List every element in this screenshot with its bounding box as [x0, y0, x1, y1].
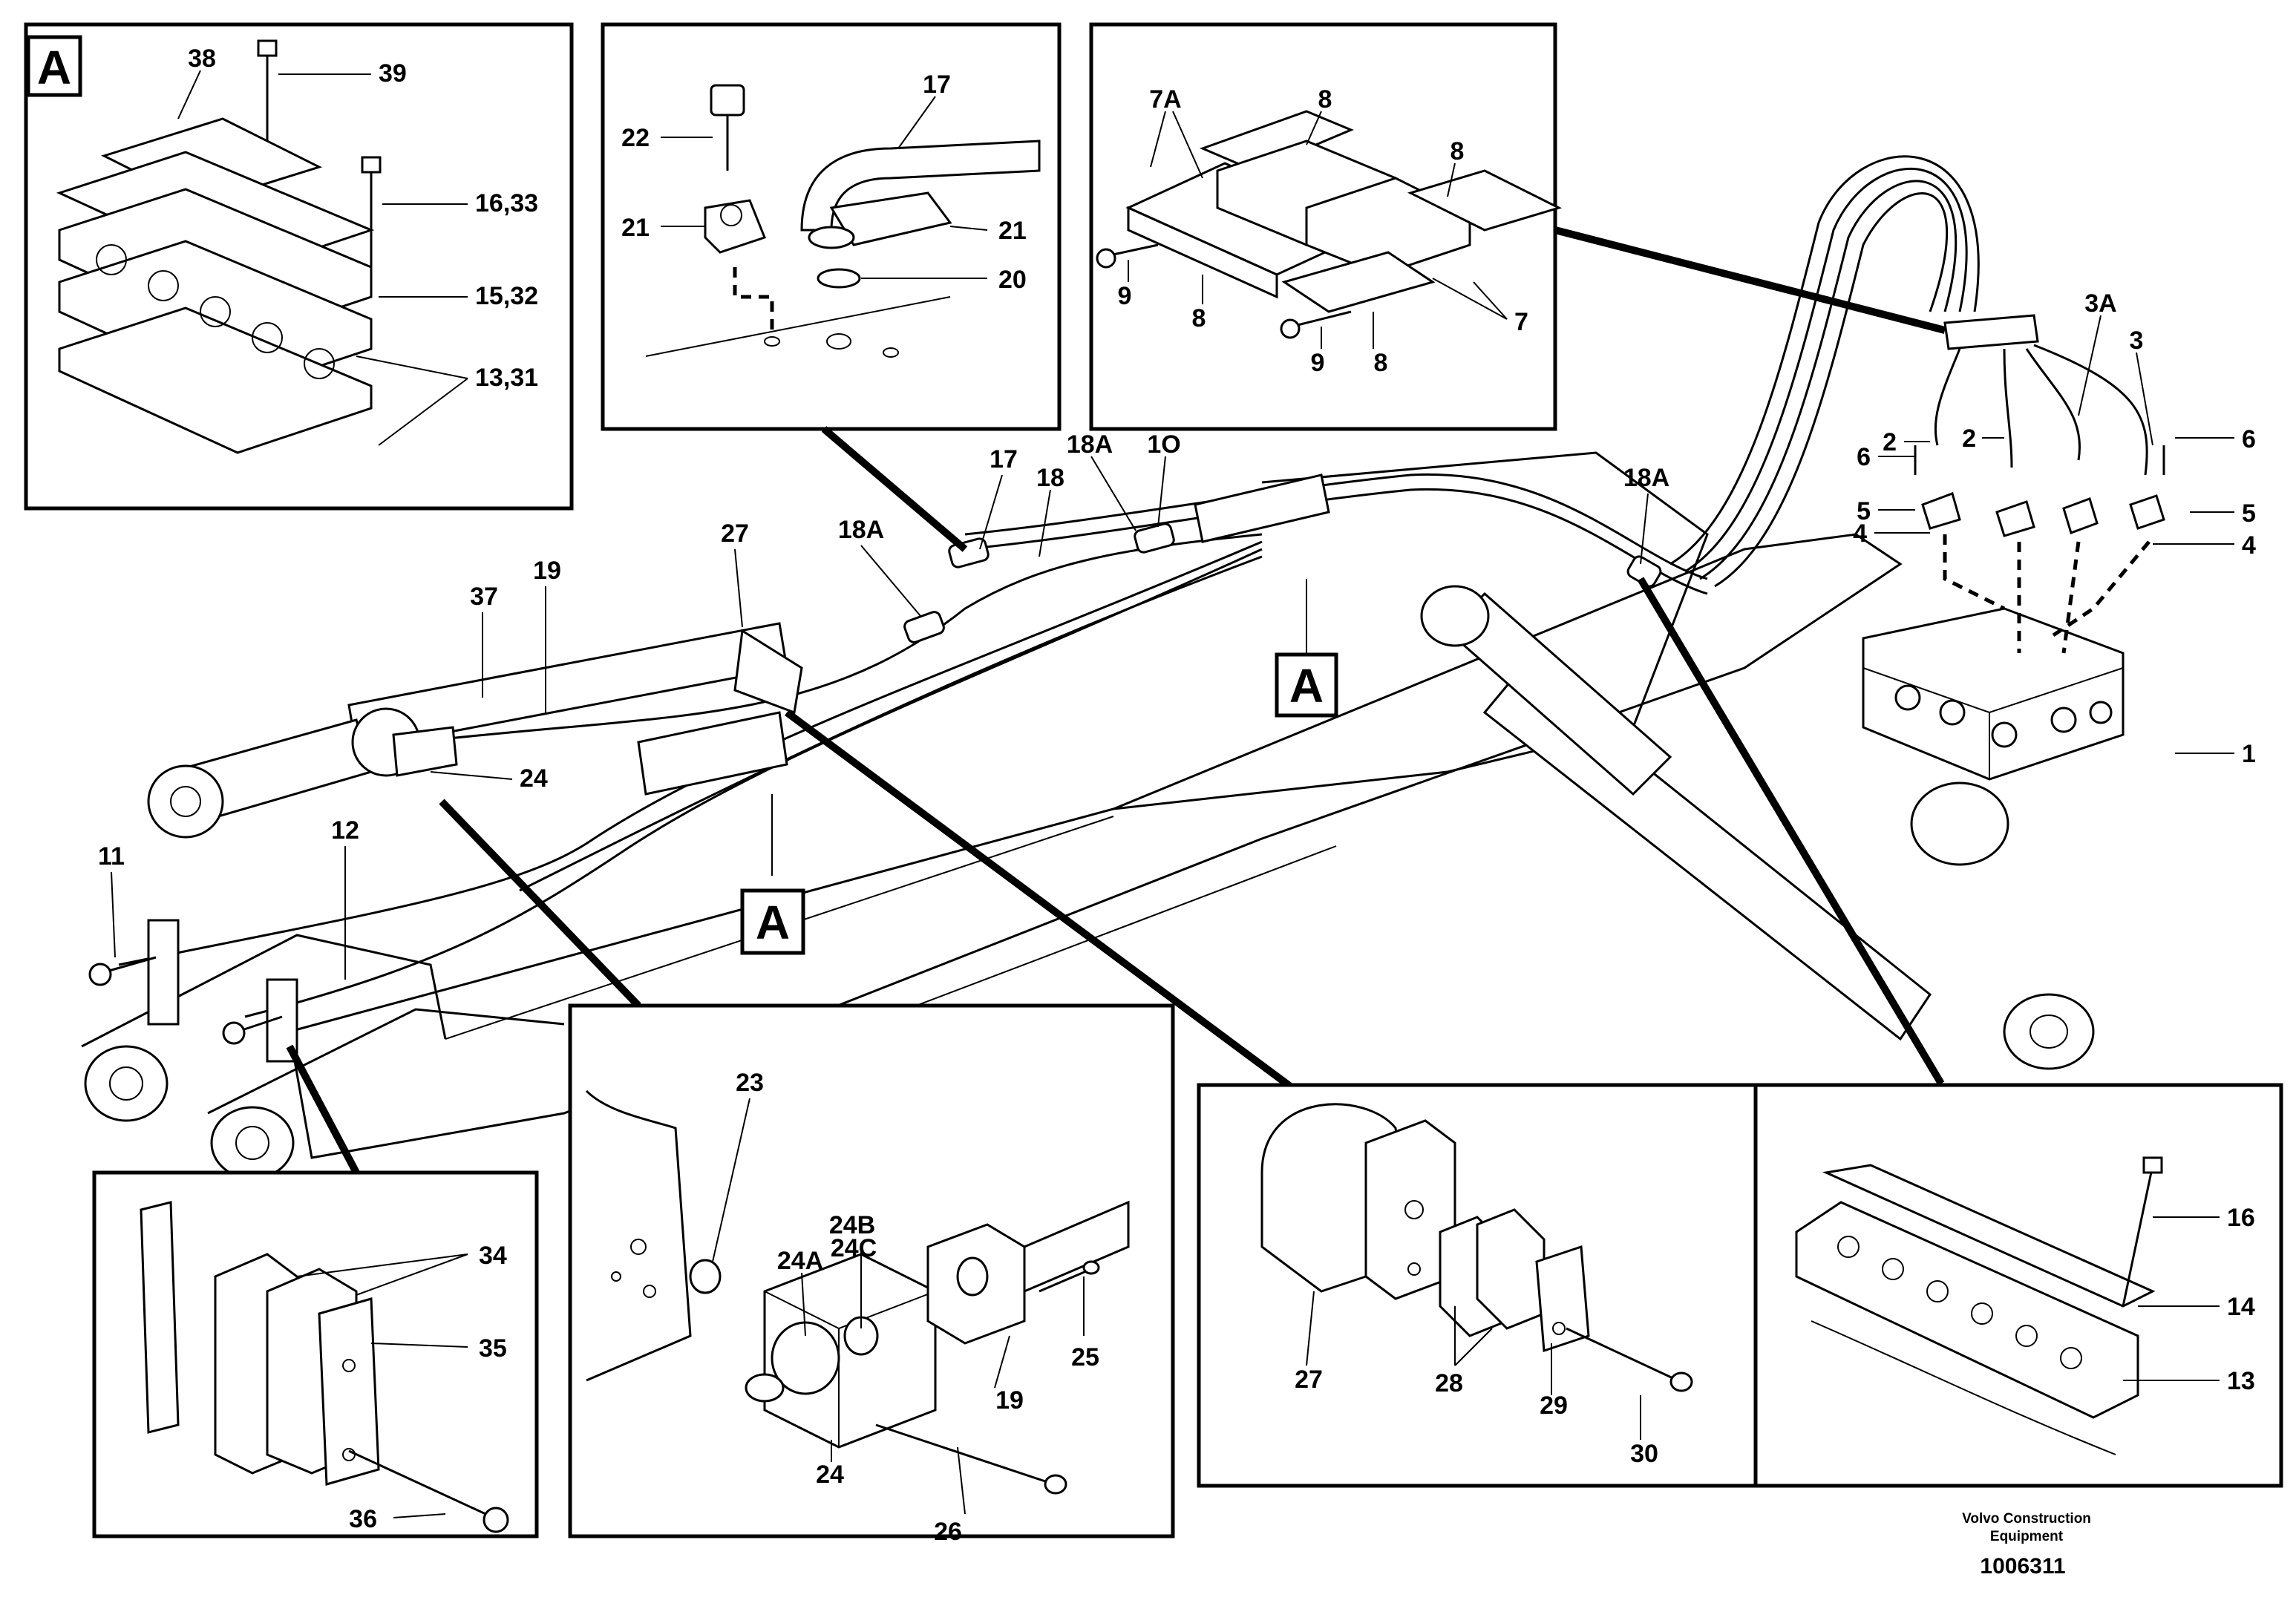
- callout-19-fitting: 19: [995, 1386, 1024, 1415]
- callout-3A: 3A: [2084, 289, 2116, 318]
- detail-panel-clamp-blocks: 7A 8 8 9 8 9 8 7: [1089, 22, 1563, 431]
- callout-17-main: 17: [990, 445, 1018, 473]
- callout-16-plate: 16: [2227, 1204, 2255, 1232]
- leader-fitting: [439, 799, 641, 1009]
- callout-8-top-left: 8: [1318, 85, 1332, 114]
- callout-8-right: 8: [1374, 349, 1388, 377]
- callout-18A-right: 18A: [1623, 464, 1669, 492]
- callout-27-hose: 27: [1295, 1366, 1323, 1394]
- callout-34: 34: [479, 1242, 507, 1270]
- callout-20: 20: [998, 266, 1027, 294]
- detail-panel-A: A 38 39 16,33 15,32 13,31: [24, 22, 574, 511]
- document-number: 1006311: [1980, 1554, 2065, 1579]
- callout-24A: 24A: [777, 1247, 823, 1275]
- callout-3: 3: [2130, 327, 2144, 355]
- callout-35: 35: [479, 1334, 507, 1363]
- callout-18: 18: [1036, 464, 1064, 492]
- panel-marker-A-topleft: A: [37, 41, 71, 94]
- callout-21-right: 21: [998, 217, 1027, 245]
- callout-27: 27: [721, 520, 749, 548]
- marker-A-lower: A: [740, 794, 805, 955]
- callout-2-mid: 2: [1962, 425, 1976, 453]
- leader-clamp-to-boom: [821, 426, 968, 552]
- boom-assembly: [81, 155, 2095, 1180]
- callout-4-left: 4: [1853, 520, 1867, 548]
- callout-22: 22: [621, 124, 650, 152]
- callout-2-left: 2: [1883, 428, 1897, 456]
- leader-bracket: [286, 1044, 360, 1175]
- callout-18A-top: 18A: [1067, 430, 1113, 459]
- callout-28: 28: [1435, 1369, 1463, 1397]
- callout-18A-mid: 18A: [838, 516, 884, 544]
- callout-38: 38: [188, 45, 216, 73]
- callout-26: 26: [934, 1518, 962, 1546]
- detail-panel-hose-clamp: 22 17 21 21 20: [601, 22, 1062, 431]
- callout-24-fitting: 24: [816, 1461, 844, 1489]
- callout-36: 36: [349, 1505, 377, 1533]
- valve-callouts: 3A 3 2 2 6 6 5 5 4 4 1: [1853, 289, 2256, 768]
- svg-text:A: A: [1289, 659, 1324, 712]
- callout-37: 37: [470, 583, 498, 611]
- callout-16-33: 16,33: [475, 189, 538, 217]
- leader-plate: [1637, 577, 1945, 1086]
- callout-6-left: 6: [1857, 443, 1871, 471]
- callout-23: 23: [736, 1069, 764, 1097]
- callout-21-left: 21: [621, 214, 650, 242]
- callout-25: 25: [1071, 1343, 1099, 1371]
- detail-panel-hose-bracket: 27 28 29 30: [1197, 1083, 1763, 1488]
- callout-5-right: 5: [2242, 499, 2256, 528]
- credit-line-1: Volvo Construction: [1962, 1511, 2091, 1527]
- callout-24C: 24C: [831, 1234, 877, 1262]
- svg-text:A: A: [756, 896, 790, 949]
- detail-panel-fitting: 23 24B 24C 24A 19 25 24 26: [568, 1003, 1175, 1546]
- callout-8-left: 8: [1192, 304, 1206, 332]
- detail-panel-plate: 16 14 13: [1753, 1083, 2283, 1488]
- callout-13-31: 13,31: [475, 364, 538, 392]
- leader-hose-clamp: [785, 709, 1309, 1102]
- callout-30: 30: [1630, 1440, 1658, 1468]
- callout-13: 13: [2227, 1367, 2255, 1395]
- callout-15-32: 15,32: [475, 282, 538, 310]
- callout-8-top-right: 8: [1450, 137, 1465, 165]
- callout-9-right: 9: [1311, 349, 1325, 377]
- callout-7A: 7A: [1149, 85, 1181, 114]
- callout-19: 19: [533, 557, 561, 585]
- callout-17: 17: [923, 71, 951, 99]
- callout-14: 14: [2227, 1293, 2255, 1321]
- callout-10: 1O: [1147, 430, 1180, 459]
- marker-A-upper: A: [1275, 579, 1338, 718]
- detail-panel-bracket: 34 35 36: [92, 1170, 539, 1538]
- callout-5-left: 5: [1857, 497, 1871, 525]
- callout-24-main: 24: [520, 764, 548, 793]
- callout-6-right: 6: [2242, 425, 2256, 453]
- callout-7: 7: [1514, 308, 1528, 336]
- credit-line-2: Equipment: [1990, 1529, 2064, 1544]
- callout-9-left: 9: [1118, 282, 1132, 310]
- callout-39: 39: [379, 59, 407, 88]
- callout-24B: 24B: [829, 1211, 875, 1239]
- leader-blocks-to-valve-clamp: [1554, 226, 1946, 334]
- main-callouts: 37 19 27 18A 17 18 18A 1O 24 11 12 18A: [98, 430, 1669, 980]
- callout-11: 11: [98, 842, 125, 871]
- callout-12: 12: [331, 816, 359, 845]
- callout-1: 1: [2242, 740, 2256, 768]
- callout-4-right: 4: [2242, 531, 2256, 560]
- callout-29: 29: [1540, 1392, 1568, 1420]
- control-valve: [1862, 314, 2165, 781]
